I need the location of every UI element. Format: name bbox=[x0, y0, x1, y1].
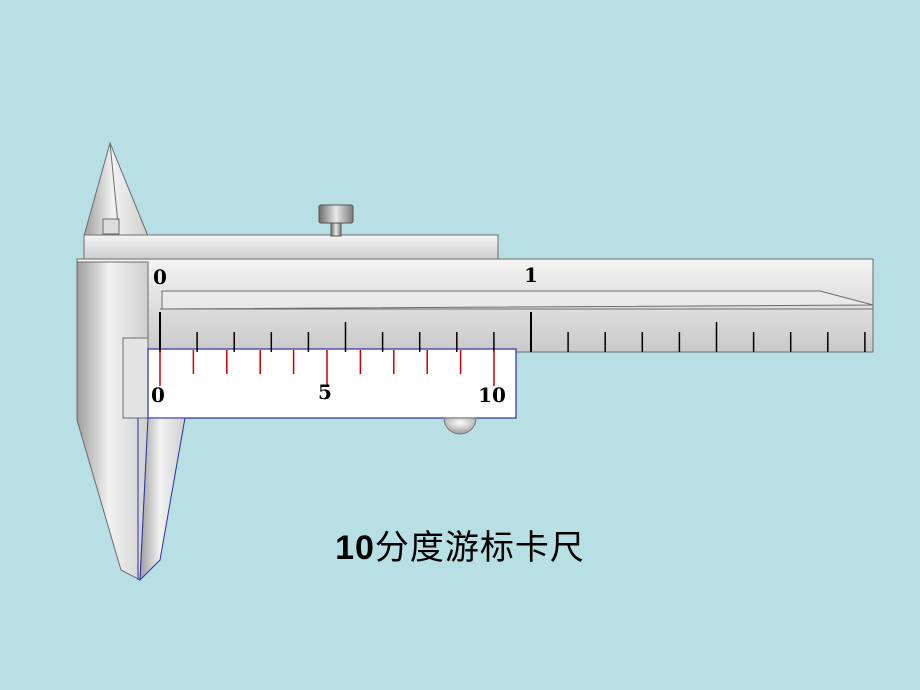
moving-jaw bbox=[139, 417, 186, 582]
main-scale-ticks bbox=[159, 312, 866, 352]
vernier-plate bbox=[147, 348, 517, 419]
vernier-scale-label-10: 10 bbox=[478, 383, 506, 407]
lock-screw-stem bbox=[330, 221, 342, 237]
vernier-scale-label-0: 0 bbox=[151, 383, 165, 407]
fixed-jaw-recess bbox=[122, 337, 149, 419]
depth-rod-groove bbox=[161, 290, 874, 310]
slider-top-bar bbox=[83, 234, 499, 264]
caption-text: 分度游标卡尺 bbox=[374, 528, 585, 568]
lock-screw-knob bbox=[318, 204, 354, 224]
diagram-caption: 10分度游标卡尺 bbox=[0, 520, 920, 569]
thumb-roller bbox=[443, 417, 477, 435]
upper-jaw-notch bbox=[102, 218, 120, 235]
main-scale-label-1: 1 bbox=[524, 263, 538, 287]
vernier-scale-label-5: 5 bbox=[318, 380, 332, 404]
vernier-scale-ticks bbox=[159, 350, 495, 386]
caption-number: 10 bbox=[335, 529, 375, 567]
main-scale-label-0: 0 bbox=[153, 265, 167, 289]
